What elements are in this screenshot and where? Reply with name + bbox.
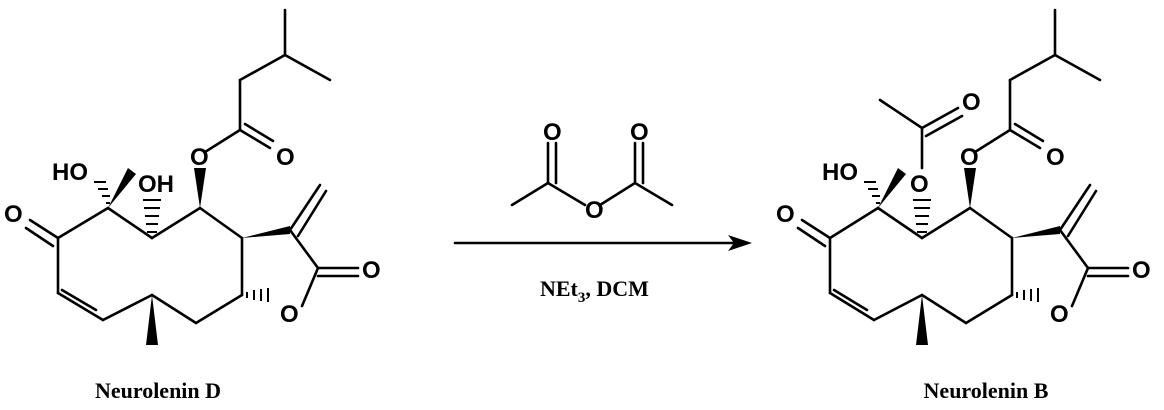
reaction-arrow <box>453 235 752 251</box>
hash-bond-oh2 <box>143 199 161 233</box>
product-carbonyl-oxygen: O <box>1046 144 1065 171</box>
ketone-oxygen: O <box>4 201 23 228</box>
reagent-structure: O O O <box>510 119 674 224</box>
anhydride-carbonyl-oxygen-right: O <box>630 119 649 146</box>
anhydride-bridge-oxygen: O <box>585 197 604 224</box>
lactone-carbonyl-oxygen: O <box>362 257 381 284</box>
product-structure: HO O O O O O O O <box>776 8 1151 345</box>
base-label: NEt <box>540 276 579 301</box>
product-ketone-oxygen: O <box>776 201 795 228</box>
product-lactone-ring-oxygen: O <box>1050 301 1069 328</box>
product-hash-bond-oh <box>864 181 880 204</box>
lactone-ring-oxygen: O <box>280 301 299 328</box>
reactant-structure: HO OH O O O O O <box>4 8 381 345</box>
product-ester-oxygen: O <box>960 144 979 171</box>
acetyl-oxygen: O <box>910 171 929 198</box>
ester-oxygen: O <box>190 144 209 171</box>
anhydride-carbonyl-oxygen-left: O <box>543 119 562 146</box>
product-hash-bond-lactone <box>1016 288 1039 302</box>
product-hydroxyl-label: HO <box>822 159 858 186</box>
solvent-label: , DCM <box>585 276 649 301</box>
product-lactone-carbonyl-oxygen: O <box>1132 257 1151 284</box>
hash-bond-lactone <box>246 288 269 302</box>
hydroxyl-label-1: HO <box>52 159 88 186</box>
hydroxyl-label-2: OH <box>138 171 174 198</box>
reaction-conditions: NEt3, DCM <box>540 276 649 306</box>
base-subscript: 3 <box>578 290 586 306</box>
reactant-name: Neurolenin D <box>95 378 221 403</box>
product-hash-bond-oac <box>913 199 931 233</box>
hash-bond-oh <box>94 181 110 204</box>
acetyl-carbonyl-oxygen: O <box>962 89 981 116</box>
product-name: Neurolenin B <box>924 378 1049 403</box>
carbonyl-oxygen: O <box>276 144 295 171</box>
